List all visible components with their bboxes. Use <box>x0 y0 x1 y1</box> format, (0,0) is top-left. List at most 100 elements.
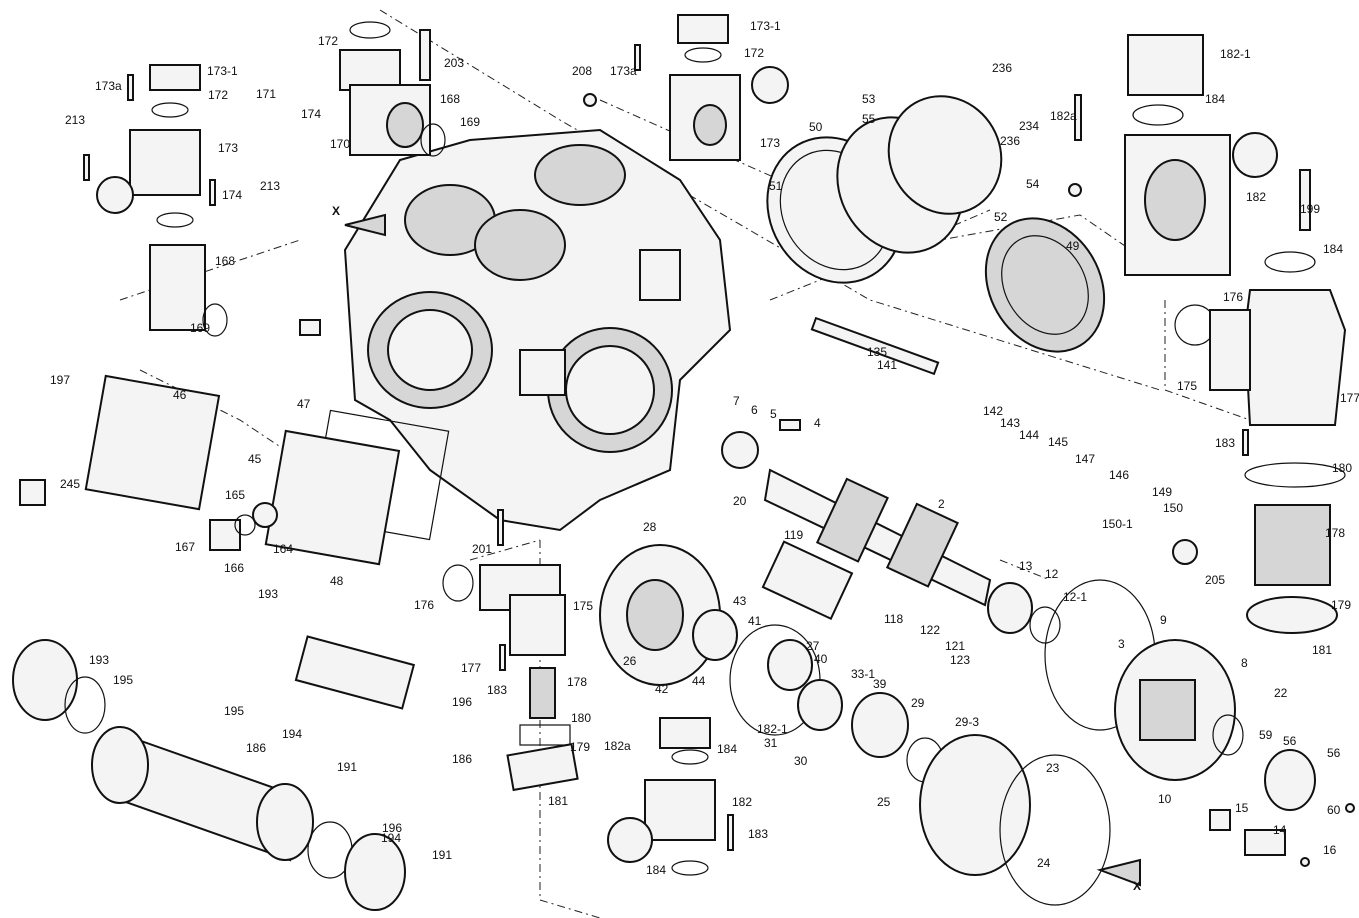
callout-label: 213 <box>260 179 280 193</box>
callout-label: 9 <box>1160 613 1167 627</box>
callout-label: 52 <box>994 210 1008 224</box>
callout-label: 201 <box>472 542 492 556</box>
callout-label: 8 <box>1241 656 1248 670</box>
callout-label: 186 <box>452 752 472 766</box>
callout-label: 173 <box>760 136 780 150</box>
callout-label: 12-1 <box>1063 590 1087 604</box>
callout-label: 14 <box>1273 823 1287 837</box>
callout-label: 144 <box>1019 428 1039 442</box>
callout-label: 173a <box>610 64 637 78</box>
callout-label: 12 <box>1045 567 1059 581</box>
callout-label: 193 <box>89 653 109 667</box>
callout-label: 179 <box>1331 598 1351 612</box>
callout-label: 195 <box>224 704 244 718</box>
callout-label: 181 <box>1312 643 1332 657</box>
callout-label: 184 <box>646 863 666 877</box>
callout-label: 33-1 <box>851 667 875 681</box>
callout-label: 2 <box>938 497 945 511</box>
callout-label: 29 <box>911 696 925 710</box>
callout-label: 147 <box>1075 452 1095 466</box>
callout-label: 182-1 <box>1220 47 1251 61</box>
callout-label: 175 <box>1177 379 1197 393</box>
callout-label: 236 <box>992 61 1012 75</box>
callout-label: 199 <box>1300 202 1320 216</box>
suction-valve-assembly-lower <box>607 717 716 876</box>
callout-label: 20 <box>733 494 747 508</box>
callout-label: 195 <box>113 673 133 687</box>
callout-label: 178 <box>567 675 587 689</box>
callout-label: 53 <box>862 92 876 106</box>
oil-cooler-assembly <box>12 635 416 911</box>
callout-label: 10 <box>1158 792 1172 806</box>
axis-mark-label: X <box>1133 879 1141 893</box>
callout-label: 50 <box>809 120 823 134</box>
section-mark-bottom: X <box>1096 858 1141 893</box>
suction-valve-assembly-right <box>1124 34 1311 276</box>
callout-label: 51 <box>769 179 783 193</box>
callout-label: 24 <box>1037 856 1051 870</box>
callout-label: 183 <box>748 827 768 841</box>
callout-label: 39 <box>873 677 887 691</box>
bearing-housing-disc <box>599 544 1111 906</box>
callout-label: 40 <box>814 652 828 666</box>
callout-label: 191 <box>432 848 452 862</box>
callout-label: 123 <box>950 653 970 667</box>
callout-label: 193 <box>258 587 278 601</box>
callout-label: 122 <box>920 623 940 637</box>
callout-label: 194 <box>381 831 401 845</box>
callout-label: 173-1 <box>750 19 781 33</box>
callout-label: 213 <box>65 113 85 127</box>
callout-label: 4 <box>814 416 821 430</box>
callout-label: 5 <box>770 407 777 421</box>
callout-label: 56 <box>1327 746 1341 760</box>
callout-label: 176 <box>1223 290 1243 304</box>
callout-label: 203 <box>444 56 464 70</box>
callout-label: 182-1 <box>757 722 788 736</box>
callout-label: 172 <box>208 88 228 102</box>
callout-label: 181 <box>548 794 568 808</box>
callout-label: 119 <box>784 528 803 542</box>
callout-label: 25 <box>877 795 891 809</box>
callout-label: 184 <box>1323 242 1343 256</box>
crankcase-housing <box>343 128 732 532</box>
callout-label: 177 <box>1340 391 1359 405</box>
callout-label: 6 <box>751 403 758 417</box>
end-cover-right <box>1044 539 1316 856</box>
suction-valve-assembly-center <box>669 14 789 161</box>
callout-label: 166 <box>224 561 244 575</box>
callout-label: 174 <box>222 188 242 202</box>
callout-label: 168 <box>440 92 460 106</box>
callout-label: 184 <box>717 742 737 756</box>
callout-label: 194 <box>282 727 302 741</box>
callout-label: 7 <box>733 394 740 408</box>
callout-label: 182a <box>1050 109 1077 123</box>
callout-label: 16 <box>1323 843 1337 857</box>
callout-label: 170 <box>330 137 350 151</box>
callout-label: 182 <box>732 795 752 809</box>
section-mark-top: X <box>332 204 386 237</box>
callout-label: 54 <box>1026 177 1040 191</box>
callout-label: 173 <box>218 141 238 155</box>
callout-label: 183 <box>1215 436 1235 450</box>
callout-label: 43 <box>733 594 747 608</box>
crankshaft-assembly <box>721 316 1061 644</box>
callout-label: 150-1 <box>1102 517 1133 531</box>
callout-label: 168 <box>215 254 235 268</box>
callout-label: 118 <box>884 612 903 626</box>
callout-label: 49 <box>1066 239 1080 253</box>
callout-label: 26 <box>623 654 637 668</box>
callout-label: 177 <box>461 661 481 675</box>
callout-label: 30 <box>794 754 808 768</box>
callout-label: 48 <box>330 574 344 588</box>
callout-label: 164 <box>273 542 293 556</box>
callout-label: 208 <box>572 64 592 78</box>
callout-label: 28 <box>643 520 657 534</box>
callout-label: 173a <box>95 79 122 93</box>
callout-label: 196 <box>382 821 402 835</box>
callout-label: 22 <box>1274 686 1288 700</box>
callout-label: 146 <box>1109 468 1129 482</box>
callout-label: 42 <box>655 682 669 696</box>
callout-label: 60 <box>1327 803 1341 817</box>
